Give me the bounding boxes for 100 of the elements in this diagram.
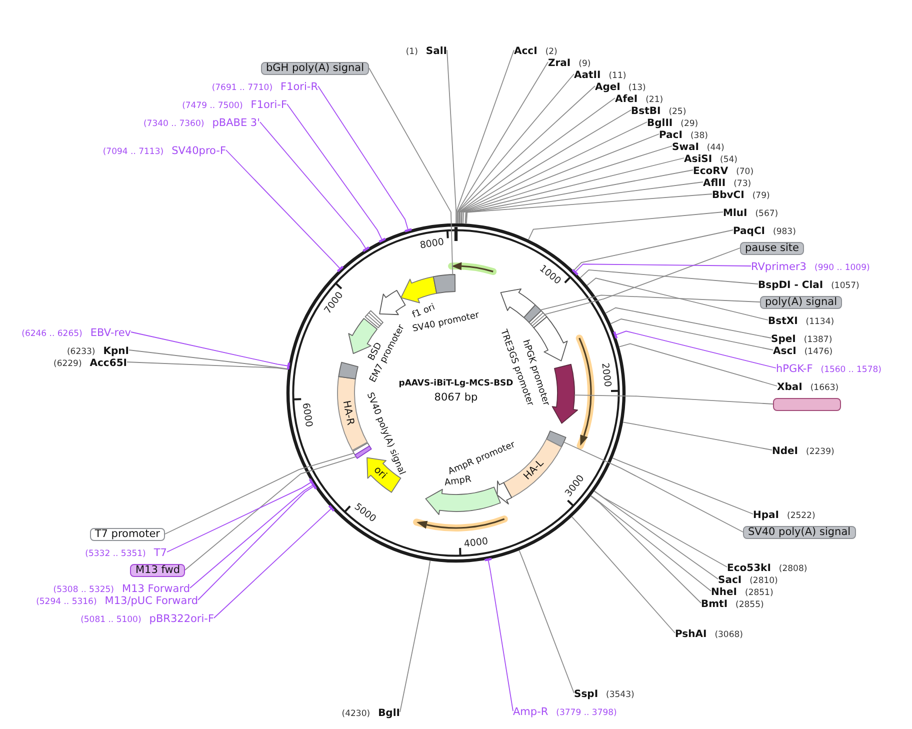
tick-label: 8000: [420, 236, 446, 252]
enzyme-label: XbaI (1663): [777, 378, 839, 394]
enzyme-label: (6233) KpnI: [66, 342, 129, 358]
feature-band: [495, 478, 514, 506]
leader-line: [128, 350, 289, 370]
leader-line: [464, 170, 694, 224]
leader-line: [528, 212, 724, 240]
leader-line: [456, 62, 548, 224]
leader-line: [260, 122, 370, 252]
leader-line: [318, 86, 412, 232]
tick-label: 4000: [463, 536, 488, 550]
enzyme-label: BmtI (2855): [701, 596, 764, 610]
leader-line: [459, 122, 648, 224]
leader-line: [573, 230, 734, 272]
primer-label: (7479 .. 7500) F1ori-F: [182, 96, 287, 112]
tick-label: 2000: [599, 362, 613, 388]
feature-band: [423, 485, 503, 517]
tick-label: 6000: [299, 402, 314, 428]
enzyme-label: MluI (567): [723, 204, 778, 220]
feature-band: [544, 429, 568, 449]
enzyme-label: HpaI (2522): [753, 506, 816, 522]
enzyme-label: SacI (2810): [718, 572, 778, 586]
leader-line: [571, 516, 676, 634]
primer-label: (5294 .. 5316) M13/pUC Forward: [36, 592, 198, 608]
leader-line: [465, 182, 704, 224]
leader-line: [286, 104, 386, 243]
leader-line: [184, 456, 356, 570]
enzyme-label: NdeI (2239): [772, 442, 834, 458]
leader-line: [618, 343, 778, 386]
leader-line: [613, 330, 776, 368]
leader-line: [590, 495, 712, 592]
feature-label: f1 ori: [411, 302, 437, 321]
primer-label: (5081 .. 5100) pBR322ori-F: [80, 610, 214, 626]
primer-label: (6246 .. 6265) EBV-rev: [22, 324, 131, 340]
enzyme-label: (4230) BglI: [342, 704, 400, 720]
leader-line: [214, 504, 335, 618]
primer-label: (7094 .. 7113) SV40pro-F: [102, 142, 226, 158]
feature-band: [336, 360, 360, 381]
enzyme-label: AgeI (13): [595, 78, 646, 94]
leader-line: [484, 558, 514, 712]
enzyme-label: PshAI (3068): [675, 626, 743, 640]
feature-band: [398, 274, 439, 305]
primer-label: (7691 .. 7710) F1ori-R: [212, 78, 318, 94]
leader-line: [164, 452, 354, 534]
feature-tag: pause site: [740, 242, 804, 254]
feature-tag: M13 fwd: [130, 564, 185, 576]
leader-line: [462, 158, 684, 224]
primer-label: (5332 .. 5351) T7: [85, 544, 167, 560]
enzyme-label: AsiSI (54): [684, 150, 738, 166]
feature-band: [377, 288, 408, 317]
leader-line: [586, 278, 768, 320]
enzyme-label: AfeI (21): [615, 90, 664, 106]
feature-tag: [773, 398, 841, 410]
leader-line: [457, 86, 596, 224]
leader-line: [572, 264, 752, 276]
plasmid-name: pAAVS-iBiT-Lg-MCS-BSD: [398, 378, 514, 388]
primer-label: Amp-R (3779 .. 3798): [513, 704, 617, 718]
primer-label: (5308 .. 5325) M13 Forward: [53, 580, 190, 596]
leader-line: [368, 68, 454, 275]
enzyme-label: AatII (11): [574, 66, 626, 82]
enzyme-label: SspI (3543): [574, 686, 634, 700]
leader-line: [166, 478, 314, 552]
enzyme-label: NheI (2851): [711, 584, 774, 598]
leader-line: [457, 74, 574, 224]
primer-label: (7340 .. 7360) pBABE 3': [143, 114, 260, 130]
leader-line: [540, 294, 760, 310]
feature-tag: SV40 poly(A) signal: [743, 526, 856, 538]
leader-line: [544, 248, 740, 315]
leader-line: [610, 318, 774, 350]
enzyme-label: BspDI - ClaI (1057): [758, 276, 860, 292]
enzyme-label: PacI (38): [659, 126, 708, 142]
feature-band: [431, 272, 458, 296]
leader-line: [518, 550, 574, 694]
plasmid-size: 8067 bp: [434, 392, 478, 404]
enzyme-label: SwaI (44): [672, 138, 724, 154]
enzyme-label: EcoRV (70): [693, 162, 754, 178]
leader-line: [622, 422, 772, 450]
leader-line: [580, 269, 758, 284]
enzyme-label: BbvCI (79): [712, 186, 770, 202]
feature-tag: bGH poly(A) signal: [260, 62, 369, 74]
leader-line: [460, 134, 660, 224]
enzyme-label: ZraI (9): [548, 54, 591, 70]
feature-label: HA-R: [340, 400, 356, 426]
leader-line: [130, 332, 290, 370]
leader-line: [456, 50, 514, 224]
enzyme-label: AccI (2): [514, 42, 558, 58]
feature-label: ori: [372, 464, 389, 482]
leader-line: [594, 490, 728, 568]
enzyme-label: PaqCI (983): [733, 222, 796, 238]
enzyme-label: AflII (73): [703, 174, 752, 190]
leader-line: [458, 110, 632, 224]
enzyme-label: BstBI (25): [631, 102, 686, 118]
leader-line: [594, 490, 718, 580]
leader-line: [563, 442, 744, 532]
leader-line: [461, 146, 672, 224]
enzyme-label: BglII (29): [647, 114, 698, 130]
enzyme-label: Eco53kI (2808): [727, 560, 808, 574]
feature-tag: poly(A) signal: [760, 296, 842, 308]
feature-tag: T7 promoter: [90, 528, 165, 540]
enzyme-label: (1) SalI: [406, 42, 447, 58]
